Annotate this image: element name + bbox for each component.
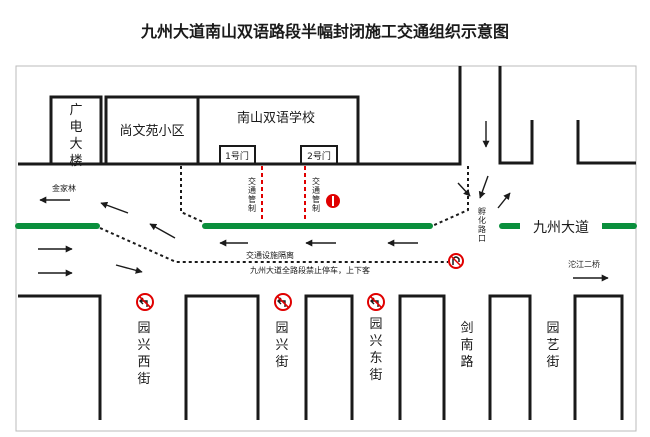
label-gate-2: 2号门 <box>307 150 331 162</box>
street-yuanyi: 园艺街 <box>546 321 559 370</box>
control-note-1: 交通管制 <box>248 176 256 213</box>
label-guangdian: 广电大楼 <box>69 103 82 169</box>
barrier-dashed-gate <box>180 166 204 223</box>
no-left-turn-icon <box>367 293 385 311</box>
south-block-3 <box>304 294 354 420</box>
no-left-turn-icon <box>274 293 292 311</box>
south-block-4 <box>398 294 446 420</box>
street-yuanxing-west: 园兴西街 <box>137 321 150 387</box>
no-entry-icon <box>326 194 340 208</box>
south-block-5 <box>488 294 532 420</box>
road-name-bg <box>520 217 602 235</box>
barrier-dashed-left <box>99 227 448 263</box>
dir-tuojiang: 沱江二桥 <box>568 259 600 269</box>
label-gate-1: 1号门 <box>225 150 249 162</box>
label-school: 南山双语学校 <box>237 110 315 126</box>
diagram-frame <box>15 65 637 432</box>
control-note-2: 交通管制 <box>312 176 320 213</box>
no-left-turn-icon <box>136 293 154 311</box>
street-yuanxing-east: 园兴东街 <box>369 317 382 383</box>
diagram-title: 九州大道南山双语路段半幅封闭施工交通组织示意图 <box>140 22 509 41</box>
road-name-main: 九州大道 <box>533 220 589 236</box>
north-branch-right <box>576 120 636 165</box>
no-parking-note: 九州大道全路段禁止停车，上下客 <box>250 265 370 275</box>
north-branch-left <box>498 66 534 165</box>
barrier-dashed-right <box>431 166 469 227</box>
street-jiannan: 剑南路 <box>460 320 473 370</box>
label-shangwenyuan: 尚文苑小区 <box>119 124 184 139</box>
label-fuhua: 孵化路口 <box>478 206 486 243</box>
street-yuanxing: 园兴街 <box>275 321 288 370</box>
dir-jinjialin: 金家林 <box>52 183 76 193</box>
barrier-note: 交通设施隔离 <box>246 250 294 260</box>
traffic-arrows <box>38 121 511 277</box>
south-block-6 <box>573 294 624 420</box>
north-curb <box>18 66 462 166</box>
no-u-turn-icon <box>448 253 464 269</box>
south-block-2 <box>184 294 260 420</box>
south-block-1 <box>18 294 102 420</box>
